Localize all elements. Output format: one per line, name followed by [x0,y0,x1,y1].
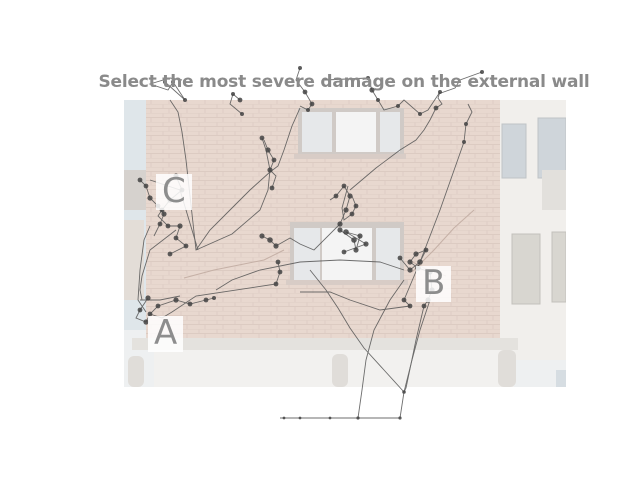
gaze-fixation-point [356,416,360,420]
option-a-label[interactable]: A [148,316,184,352]
column-right[interactable] [498,350,516,387]
gaze-fixation-point [231,92,235,96]
option-c-label[interactable]: C [156,174,192,210]
instruction-title: Select the most severe damage on the ext… [98,72,590,92]
gaze-fixation-point [328,416,332,420]
upper-window[interactable] [294,108,406,159]
middle-window[interactable] [286,222,408,285]
gaze-fixation-point [282,416,286,420]
gaze-fixation-point [298,66,302,70]
column-center[interactable] [332,354,348,387]
option-b-label[interactable]: B [416,266,452,302]
column-left[interactable] [128,356,144,387]
concrete-beam[interactable] [132,338,518,350]
gaze-fixation-point [402,390,406,394]
gaze-fixation-point [398,416,402,420]
building-photo[interactable] [124,100,566,387]
gaze-fixation-point [298,416,302,420]
